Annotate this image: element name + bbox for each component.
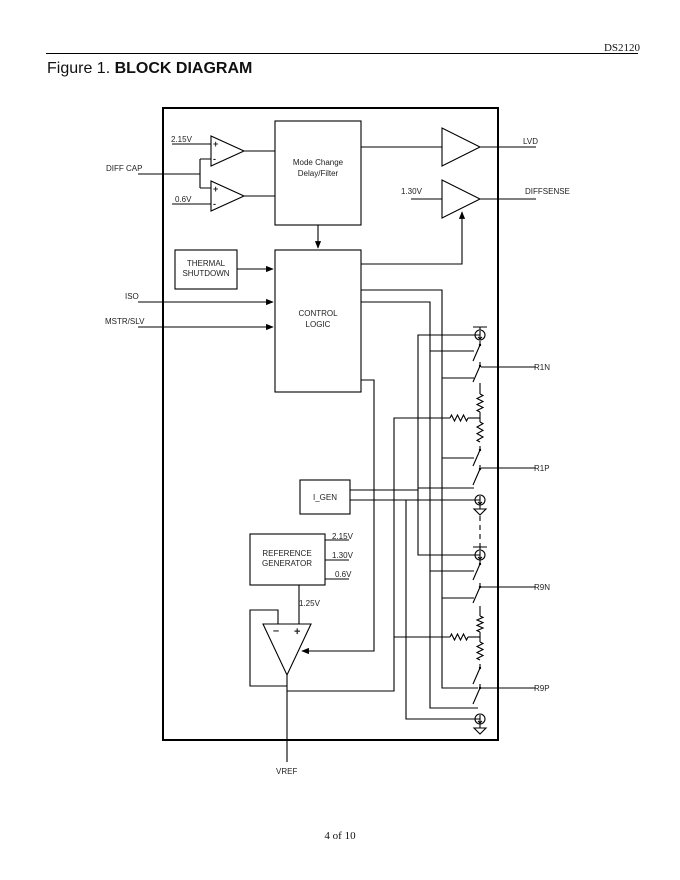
current-source-r1-bottom-ground	[472, 505, 488, 516]
switch-r9p-lower-contact	[478, 686, 482, 690]
svg-text:+: +	[294, 626, 300, 638]
label-r9p: R9P	[534, 684, 550, 693]
switch-r9n-lower-contact	[478, 585, 482, 589]
wire-current-source-top	[417, 334, 480, 556]
control-logic-block	[274, 249, 362, 393]
thermal-line2: SHUTDOWN	[182, 269, 229, 278]
lvd-buffer	[441, 127, 482, 167]
mode-change-line1: Mode Change	[293, 158, 344, 167]
page-number: 4 of 10	[324, 830, 356, 842]
label-ref-06v: 0.6V	[335, 570, 352, 579]
thermal-line1: THERMAL	[187, 259, 226, 268]
chip-boundary	[162, 107, 499, 741]
svg-text:+: +	[213, 139, 218, 149]
label-r9n: R9N	[534, 583, 550, 592]
wire-comp-to-mode	[244, 150, 275, 197]
label-mstr-slv: MSTR/SLV	[105, 317, 145, 326]
wire-r1-center-tap	[287, 417, 450, 692]
label-125v: 1.25V	[299, 599, 321, 608]
resistor-r1-upper	[475, 393, 485, 413]
figure-prefix: Figure 1.	[47, 60, 111, 77]
switch-r1n-upper	[472, 341, 481, 362]
resistor-r1-lower	[475, 421, 485, 443]
document-id: DS2120	[603, 42, 640, 54]
resistor-r9-upper	[475, 615, 485, 633]
switch-r9p-upper-contact	[478, 666, 482, 670]
switch-r1p-upper-contact	[478, 448, 482, 452]
current-source-r1-top-arrow	[477, 331, 483, 340]
switch-r1p-upper	[472, 446, 481, 467]
reference-line1: REFERENCE	[262, 549, 311, 558]
current-source-r1-bottom-arrow	[477, 496, 483, 505]
switch-r1p-lower-contact	[478, 467, 482, 471]
igen-label: I_GEN	[313, 493, 337, 502]
bus-a	[361, 289, 478, 689]
wire-igen-bottom-source	[405, 500, 480, 720]
header-rule	[46, 53, 638, 54]
control-line1: CONTROL	[298, 309, 338, 318]
label-r1n: R1N	[534, 363, 550, 372]
resistor-r1-tap	[449, 413, 469, 423]
mode-change-block	[274, 120, 362, 226]
switch-r1n-lower-contact	[478, 364, 482, 368]
wire-reference-outputs	[325, 539, 349, 580]
current-source-r9-bottom-arrow	[477, 715, 483, 724]
current-source-r9-top-arrow	[477, 551, 483, 560]
current-source-r9-top-vdd	[473, 546, 487, 550]
resistor-r9-lower	[475, 641, 485, 661]
svg-text:+: +	[213, 184, 218, 194]
label-215v: 2.15V	[171, 135, 193, 144]
label-ref-215v: 2.15V	[332, 532, 354, 541]
svg-text:-: -	[213, 154, 216, 164]
figure-title: Figure 1. BLOCK DIAGRAM	[47, 60, 252, 78]
wire-control-to-vref	[301, 379, 375, 655]
label-diff-cap: DIFF CAP	[106, 164, 142, 173]
switch-r1n-upper-contact	[478, 343, 482, 347]
switch-r9p-lower	[472, 684, 481, 705]
switch-r9p-upper	[472, 664, 481, 685]
switch-r9n-upper-contact	[478, 562, 482, 566]
svg-text:-: -	[213, 199, 216, 209]
vref-buffer	[262, 623, 312, 677]
label-vref: VREF	[276, 767, 297, 776]
wire-diff-cap	[138, 158, 211, 189]
mode-change-line2: Delay/Filter	[298, 169, 339, 178]
current-source-r9-bottom-ground	[472, 724, 488, 735]
label-iso: ISO	[125, 292, 139, 301]
resistor-r9-tap	[449, 632, 469, 642]
figure-heading: BLOCK DIAGRAM	[114, 60, 253, 77]
wire-control-to-diffsense	[361, 211, 466, 265]
svg-text:–: –	[273, 625, 279, 637]
label-06v: 0.6V	[175, 195, 192, 204]
bus-b	[361, 301, 478, 709]
switch-r1p-lower	[472, 465, 481, 486]
termination-ladder	[449, 326, 488, 735]
current-source-r1-top-vdd	[473, 326, 487, 330]
switch-r9n-upper	[472, 560, 481, 581]
igen-block	[299, 479, 351, 515]
control-line2: LOGIC	[306, 320, 331, 329]
diffsense-driver	[441, 179, 482, 219]
wire-vref-feedback	[249, 609, 287, 687]
switch-r9n-lower	[472, 583, 481, 604]
label-r1p: R1P	[534, 464, 550, 473]
thermal-shutdown-block	[174, 249, 238, 290]
label-ref-130v: 1.30V	[332, 551, 354, 560]
label-lvd: LVD	[523, 137, 538, 146]
label-130v-diffsense: 1.30V	[401, 187, 423, 196]
reference-line2: GENERATOR	[262, 559, 312, 568]
upper-comparator: + -	[210, 135, 246, 167]
lower-comparator: + -	[210, 180, 246, 212]
switch-r1n-lower	[472, 362, 481, 383]
label-diffsense: DIFFSENSE	[525, 187, 570, 196]
